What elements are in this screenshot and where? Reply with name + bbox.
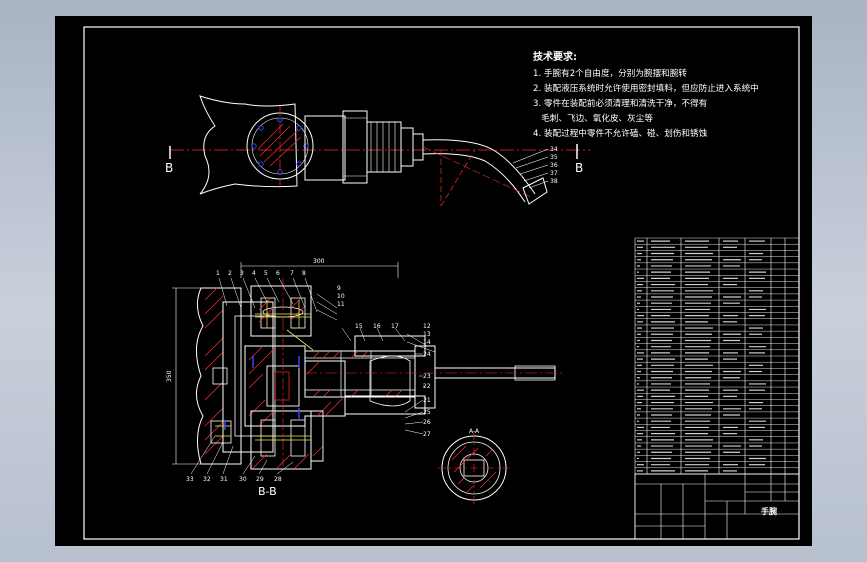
detail-view: A-A	[438, 428, 510, 504]
main-view-bottom-balloons: 33 32 31 30 29 28	[186, 476, 282, 483]
blue-accents	[224, 356, 300, 430]
balloon: 13	[423, 331, 431, 338]
balloon: 12	[423, 323, 431, 330]
balloon: 34	[550, 146, 558, 153]
dimension-height: 350	[166, 370, 173, 382]
section-label: B-B	[258, 485, 277, 498]
requirement-item: 1. 手腕有2个自由度，分别为腕摆和腕转	[533, 67, 687, 79]
balloon: 36	[550, 162, 558, 169]
wrist-housing	[304, 115, 346, 181]
hose-upper	[422, 139, 536, 195]
drawing-name: 手腕	[761, 506, 777, 516]
top-view-balloons: 34 35 36 37 38	[550, 146, 558, 185]
drawing-sheet: B B	[55, 16, 812, 546]
main-section-view: 300 350	[166, 258, 565, 498]
balloon: 29	[256, 476, 264, 483]
balloon: 16	[373, 323, 381, 330]
flange-plate	[342, 110, 368, 184]
balloon: 3	[240, 270, 244, 277]
balloon: 26	[423, 419, 431, 426]
requirement-item: 毛刺、飞边、氧化皮、灰尘等	[533, 112, 653, 124]
balloon: 37	[550, 170, 558, 177]
motor-body	[366, 121, 402, 173]
balloon: 33	[186, 476, 194, 483]
balloon: 23	[423, 373, 431, 380]
balloon: 32	[203, 476, 211, 483]
title-block: 手腕	[634, 473, 800, 540]
wrist-body-section	[222, 301, 274, 453]
upper-gear-block	[250, 285, 312, 337]
balloon: 35	[550, 154, 558, 161]
arm-body	[196, 287, 242, 465]
end-effector	[522, 177, 548, 205]
balloon: 14	[423, 339, 431, 346]
end-cap	[414, 345, 436, 409]
hose-lower	[422, 153, 526, 203]
balloon: 38	[550, 178, 558, 185]
balloon: 15	[355, 323, 363, 330]
balloon: 1	[216, 270, 220, 277]
balloon: 6	[276, 270, 280, 277]
balloon: 9	[337, 285, 341, 292]
section-mark-left: B	[165, 161, 173, 175]
balloon: 11	[337, 301, 345, 308]
balloon: 5	[264, 270, 268, 277]
balloon: 24	[423, 351, 431, 358]
main-view-right-balloons: 9 10 11 15 16 17 12 13 14 24 23 22 21 25…	[337, 285, 431, 438]
assembly-drawing: B B	[83, 26, 800, 540]
arm-hatch	[204, 287, 224, 455]
balloon: 22	[423, 383, 431, 390]
balloon: 10	[337, 293, 345, 300]
balloon: 21	[423, 397, 431, 404]
balloon: 17	[391, 323, 399, 330]
requirements-title: 技术要求:	[533, 50, 577, 63]
dimension-width: 300	[313, 258, 325, 265]
gear-teeth	[255, 300, 314, 351]
balloon: 7	[290, 270, 294, 277]
balloon: 8	[302, 270, 306, 277]
main-view-top-balloons: 1 2 3 4 5 6 7 8	[216, 270, 306, 277]
requirement-item: 2. 装配液压系统时允许使用密封填料，但应防止进入系统中	[533, 82, 759, 94]
hub-hatch	[248, 345, 344, 427]
detail-label: A-A	[469, 428, 480, 435]
requirement-item: 4. 装配过程中零件不允许磕、碰、划伤和锈蚀	[533, 127, 708, 139]
technical-requirements: 技术要求: 1. 手腕有2个自由度，分别为腕摆和腕转 2. 装配液压系统时允许使…	[533, 50, 759, 139]
top-view: B B	[165, 95, 590, 207]
section-mark-right: B	[575, 161, 583, 175]
balloon: 27	[423, 431, 431, 438]
requirement-item: 3. 零件在装配前必须清理和清洗干净，不得有	[533, 97, 708, 109]
flange-section-hatch	[257, 123, 302, 167]
balloon: 30	[239, 476, 247, 483]
balloon: 2	[228, 270, 232, 277]
upper-arm-outline	[199, 95, 298, 195]
balloon: 28	[274, 476, 282, 483]
balloon: 4	[252, 270, 256, 277]
balloon: 31	[220, 476, 228, 483]
parts-list-table	[634, 237, 800, 475]
balloon: 25	[423, 409, 431, 416]
